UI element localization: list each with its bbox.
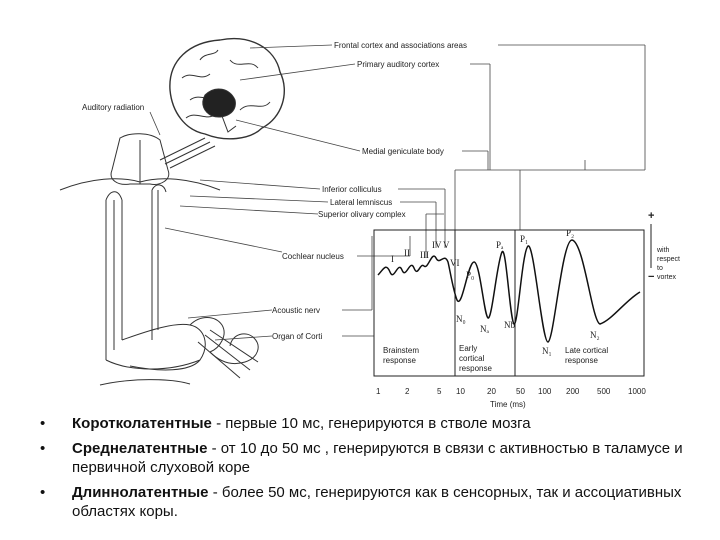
tick-10: 10 <box>456 387 465 396</box>
bullet-dot: • <box>40 484 46 501</box>
region-labels: Brainstem response Early cortical respon… <box>383 344 608 373</box>
list-item: • Длиннолатентные - более 50 мс, генерир… <box>40 483 700 521</box>
polarity-note-line2: respect <box>657 256 680 263</box>
bracket-lines <box>342 44 646 337</box>
region-early-line3: response <box>459 364 492 373</box>
wave-N0: N₀ <box>456 314 466 324</box>
region-late-line2: response <box>565 356 598 365</box>
label-frontal-cortex: Frontal cortex and associations areas <box>334 41 467 50</box>
tick-2: 2 <box>405 387 410 396</box>
bullet-term: Длиннолатентные <box>72 484 209 501</box>
list-item: • Коротколатентные - первые 10 мс, генер… <box>40 414 700 433</box>
time-axis: 1 2 5 10 20 50 100 200 500 1000 Time (ms… <box>376 387 646 409</box>
wave-V: V <box>443 240 450 250</box>
bullet-text: - первые 10 мс, генерируются в стволе мо… <box>211 415 531 432</box>
polarity-note-line1: with <box>656 247 670 254</box>
bullet-text: - от 10 до 50 мс , генерируются в связи … <box>72 440 683 476</box>
polarity-plus: + <box>648 210 654 222</box>
region-brainstem-line2: response <box>383 356 416 365</box>
aep-waveform <box>377 239 641 343</box>
latency-bullet-list: • Коротколатентные - первые 10 мс, генер… <box>40 414 700 527</box>
label-auditory-radiation: Auditory radiation <box>82 103 144 112</box>
wave-P0: P₀ <box>466 270 474 280</box>
bullet-text: - более 50 мс, генерируются как в сенсор… <box>72 484 682 520</box>
bullet-term: Среднелатентные <box>72 440 208 457</box>
tick-100: 100 <box>538 387 552 396</box>
auditory-evoked-potentials-figure: Frontal cortex and associations areas Pr… <box>59 38 680 409</box>
waveform-panel <box>373 229 645 377</box>
wave-labels: I II III IV V VI P₀ Pₐ P₁ P₂ N₀ Nₐ Nb N₁… <box>391 228 600 356</box>
bullet-dot: • <box>40 440 46 457</box>
polarity-note-line4: vortex <box>657 274 677 281</box>
wave-P1: P₁ <box>520 234 528 244</box>
anatomy-labels: Frontal cortex and associations areas Pr… <box>82 41 467 341</box>
polarity-indicator: + − with respect to vortex <box>648 210 680 283</box>
list-item: • Среднелатентные - от 10 до 50 мс , ген… <box>40 439 700 477</box>
region-early-line1: Early <box>459 344 477 353</box>
wave-P2: P₂ <box>566 228 574 238</box>
region-brainstem-line1: Brainstem <box>383 346 419 355</box>
wave-N2: N₂ <box>590 330 600 340</box>
leader-lines <box>149 44 361 341</box>
wave-II: II <box>404 248 410 258</box>
wave-Nb: Nb <box>504 320 515 330</box>
label-acoustic-nerve: Acoustic nerv <box>272 306 320 315</box>
bullet-dot: • <box>40 415 46 432</box>
tick-1000: 1000 <box>628 387 646 396</box>
tick-50: 50 <box>516 387 525 396</box>
polarity-minus: − <box>648 271 654 283</box>
label-organ-of-corti: Organ of Corti <box>272 332 322 341</box>
x-axis-label: Time (ms) <box>490 400 526 409</box>
tick-200: 200 <box>566 387 580 396</box>
wave-I: I <box>391 254 394 264</box>
wave-N1: N₁ <box>542 346 552 356</box>
label-cochlear-nucleus: Cochlear nucleus <box>282 252 344 261</box>
bullet-term: Коротколатентные <box>72 415 212 432</box>
tick-500: 500 <box>597 387 611 396</box>
region-early-line2: cortical <box>459 354 485 363</box>
tick-1: 1 <box>376 387 381 396</box>
brainstem-sketch <box>59 133 259 386</box>
label-primary-auditory-cortex: Primary auditory cortex <box>357 60 439 69</box>
brain-sketch <box>169 38 285 140</box>
wave-VI: VI <box>450 258 460 268</box>
wave-Na: Nₐ <box>480 324 489 334</box>
tick-5: 5 <box>437 387 442 396</box>
region-late-line1: Late cortical <box>565 346 608 355</box>
label-inferior-colliculus: Inferior colliculus <box>322 185 382 194</box>
polarity-note-line3: to <box>657 265 663 272</box>
label-superior-olivary-complex: Superior olivary complex <box>318 210 406 219</box>
wave-III: III <box>420 250 429 260</box>
tick-20: 20 <box>487 387 496 396</box>
wave-Pa: Pₐ <box>496 240 504 250</box>
label-medial-geniculate-body: Medial geniculate body <box>362 147 444 156</box>
wave-IV: IV <box>432 240 442 250</box>
label-lateral-lemniscus: Lateral lemniscus <box>330 198 392 207</box>
